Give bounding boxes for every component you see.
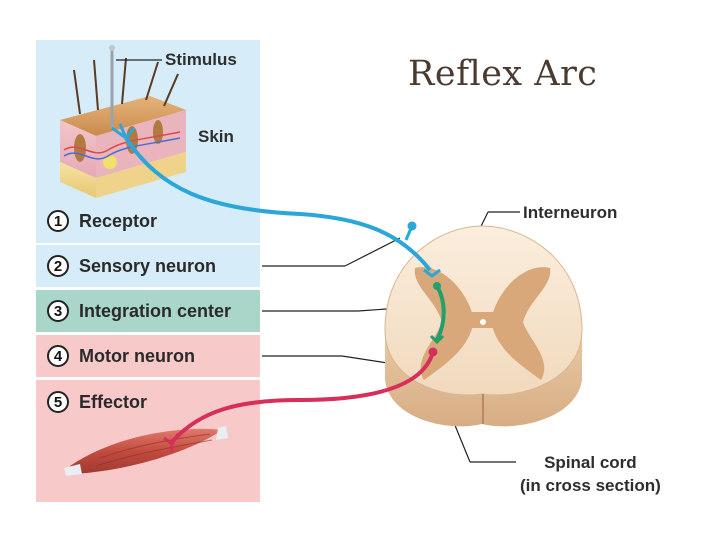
skin-block bbox=[60, 45, 186, 198]
stimulus-label: Stimulus bbox=[165, 50, 237, 69]
sensory-neuron-pathway bbox=[111, 123, 441, 278]
spinal-cord-label-line1: Spinal cord bbox=[544, 453, 637, 472]
interneuron-label: Interneuron bbox=[523, 203, 618, 222]
integration-center-panel bbox=[36, 290, 260, 332]
page-title: Reflex Arc bbox=[408, 54, 598, 94]
step-label: Effector bbox=[79, 391, 148, 412]
step-label: Receptor bbox=[79, 210, 158, 231]
step-receptor: 1 Receptor bbox=[47, 208, 157, 234]
step-number: 3 bbox=[47, 300, 69, 322]
step-sensory-neuron: 2 Sensory neuron bbox=[47, 253, 216, 279]
spinal-cord-label: Spinal cord (in cross section) bbox=[520, 451, 661, 497]
step-label: Integration center bbox=[79, 300, 232, 321]
step-label: Motor neuron bbox=[79, 345, 195, 366]
step-number: 4 bbox=[47, 345, 69, 367]
spinal-cord-label-line2: (in cross section) bbox=[520, 476, 661, 495]
step-effector: 5 Effector bbox=[47, 389, 147, 415]
muscle-effector bbox=[64, 426, 228, 476]
interneuron-pathway bbox=[429, 282, 446, 345]
motor-neuron-panel bbox=[36, 335, 260, 377]
sensory-neuron-panel bbox=[36, 245, 260, 287]
step-motor-neuron: 4 Motor neuron bbox=[47, 343, 195, 369]
step-number: 5 bbox=[47, 391, 69, 413]
skin-label: Skin bbox=[198, 127, 234, 146]
motor-neuron-pathway bbox=[163, 347, 438, 452]
step-number: 2 bbox=[47, 255, 69, 277]
step-integration-center: 3 Integration center bbox=[47, 298, 231, 324]
step-label: Sensory neuron bbox=[79, 255, 217, 276]
step-number: 1 bbox=[47, 210, 69, 232]
